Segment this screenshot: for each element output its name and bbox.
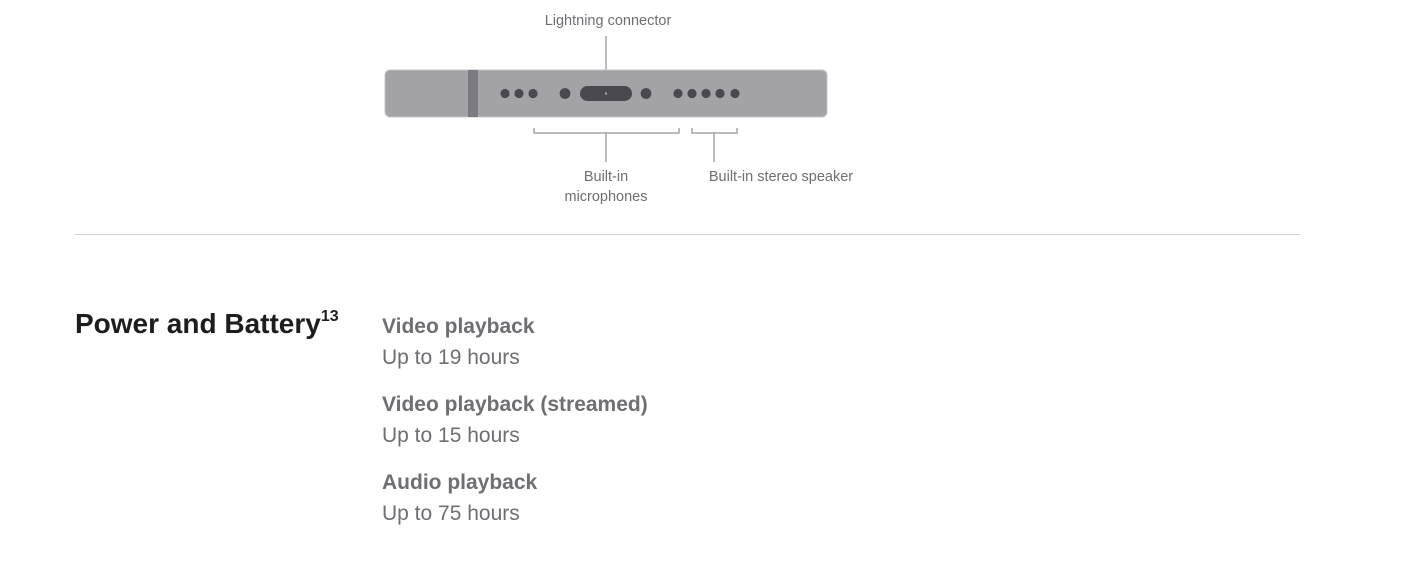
speaker-hole bbox=[701, 88, 711, 99]
lightning-port-pin bbox=[604, 92, 608, 95]
mic-hole bbox=[514, 88, 524, 99]
spec-value: Up to 75 hours bbox=[382, 502, 520, 525]
speaker-bracket bbox=[691, 128, 738, 162]
speaker-hole bbox=[730, 88, 740, 99]
mic-hole bbox=[528, 88, 538, 99]
spec-item-audio-playback: Audio playback Up to 75 hours bbox=[382, 468, 648, 530]
spec-label: Audio playback bbox=[382, 471, 538, 494]
section-title-text: Power and Battery bbox=[75, 308, 321, 339]
phone-edge-band bbox=[468, 70, 478, 117]
phone-bottom-illustration bbox=[384, 36, 828, 162]
spec-label: Video playback bbox=[382, 315, 535, 338]
battery-spec-list: Video playback Up to 19 hours Video play… bbox=[382, 312, 648, 546]
microphones-bracket bbox=[533, 128, 680, 162]
section-title: Power and Battery13 bbox=[75, 306, 339, 342]
spec-item-video-streamed: Video playback (streamed) Up to 15 hours bbox=[382, 390, 648, 452]
spec-item-video-playback: Video playback Up to 19 hours bbox=[382, 312, 648, 374]
speaker-hole bbox=[673, 88, 683, 99]
spec-value: Up to 15 hours bbox=[382, 424, 520, 447]
mic-hole bbox=[500, 88, 510, 99]
speaker-hole bbox=[715, 88, 725, 99]
speaker-hole bbox=[687, 88, 697, 99]
spec-value: Up to 19 hours bbox=[382, 346, 520, 369]
port-diagram: Lightning connector Built-in microphones… bbox=[0, 0, 1403, 215]
screw bbox=[559, 88, 571, 99]
built-in-stereo-speaker-label: Built-in stereo speaker bbox=[708, 169, 854, 185]
screw bbox=[640, 88, 652, 99]
section-divider bbox=[75, 234, 1300, 235]
lightning-connector-label: Lightning connector bbox=[544, 13, 672, 29]
built-in-microphones-label: Built-in microphones bbox=[564, 169, 648, 205]
footnote-link[interactable]: 13 bbox=[320, 308, 339, 325]
spec-label: Video playback (streamed) bbox=[382, 393, 648, 416]
